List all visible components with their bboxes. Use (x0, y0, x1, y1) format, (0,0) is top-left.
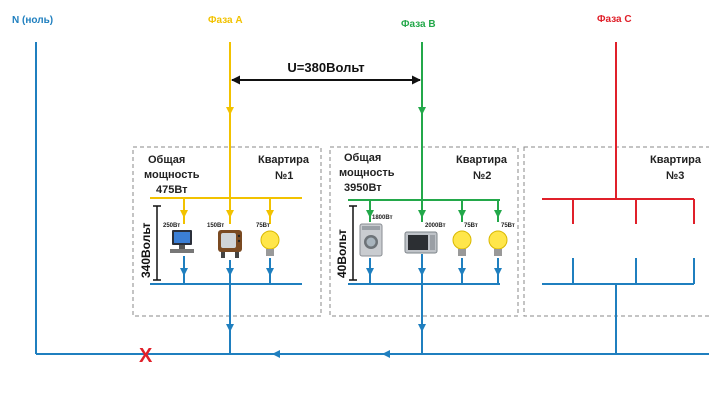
apartment-3-box (523, 146, 709, 317)
apartment-1-watts-tv: 150Вт (207, 223, 224, 229)
microwave-icon (404, 231, 438, 254)
apartment-1-power-value: 475Вт (156, 184, 188, 196)
phase-b-line (348, 42, 500, 222)
apartment-1-watts-computer: 250Вт (163, 223, 180, 229)
apartment-1-neutral-arrows (180, 266, 274, 332)
apartment-1-voltage-bracket (153, 205, 161, 281)
phase-c-line (542, 42, 695, 224)
apartment-1-voltage: 340Вольт (139, 222, 153, 278)
apartment-2-watts-lamp-2: 75Вт (501, 223, 515, 229)
apartment-3-neutral-bus (542, 258, 695, 354)
computer-icon (170, 230, 194, 253)
apartment-2-voltage: 40Вольт (335, 229, 349, 278)
apartment-2-box (329, 146, 519, 317)
neutral-label: N (ноль) (12, 15, 53, 26)
apartment-2-watts-lamp-1: 75Вт (464, 223, 478, 229)
apartment-1-neutral-bus (150, 256, 302, 354)
phase-a-line (150, 42, 302, 224)
apartment-2-watts-washer: 1800Вт (372, 215, 393, 221)
lamp-icon (488, 230, 508, 256)
lamp-icon (260, 230, 280, 256)
apartment-1-watts-lamp: 75Вт (256, 223, 270, 229)
apartment-2-voltage-bracket (349, 205, 357, 281)
neutral-line (35, 42, 709, 355)
phase-a-label: Фаза А (208, 15, 243, 26)
apartment-1-power-caption-2: мощность (144, 169, 200, 181)
lamp-icon (452, 230, 472, 256)
phase-b-label: Фаза В (401, 19, 436, 30)
apartment-2-neutral-arrows (366, 266, 502, 332)
phase-a-arrows (180, 104, 274, 218)
apartment-2-number: №2 (473, 170, 491, 182)
washing-machine-icon (359, 223, 383, 257)
apartment-2-watts-microwave: 2000Вт (425, 223, 446, 229)
phase-b-arrows (366, 104, 502, 218)
apartment-1-title: Квартира (258, 154, 310, 166)
apartment-3-title: Квартира (650, 154, 702, 166)
apartment-2-power-value: 3950Вт (344, 182, 382, 194)
apartment-3-number: №3 (666, 170, 684, 182)
apartment-1-number: №1 (275, 170, 293, 182)
tv-icon (218, 230, 242, 258)
break-mark: X (139, 345, 153, 367)
apartment-1-box (132, 146, 322, 317)
apartment-2-title: Квартира (456, 154, 508, 166)
phase-c-label: Фаза С (597, 14, 632, 25)
voltage-label: U=380Вольт (287, 60, 364, 75)
apartment-2-power-caption-1: Общая (344, 152, 381, 164)
apartment-2-power-caption-2: мощность (339, 167, 395, 179)
apartment-1-power-caption-1: Общая (148, 154, 185, 166)
